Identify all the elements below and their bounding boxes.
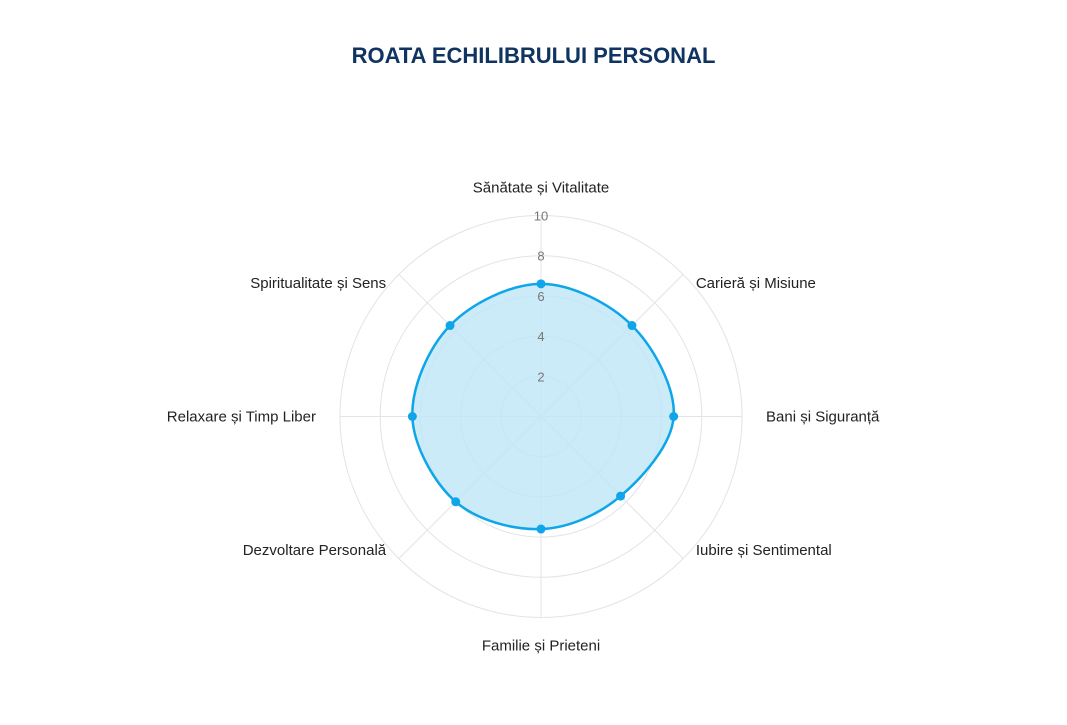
data-point — [451, 497, 461, 507]
data-point — [536, 279, 546, 289]
axis-label: Sănătate și Vitalitate — [473, 180, 609, 197]
axis-label: Familie și Prieteni — [482, 638, 600, 655]
axis-label: Iubire și Sentimental — [696, 542, 832, 559]
axis-label: Relaxare și Timp Liber — [167, 409, 316, 426]
axis-label: Carieră și Misiune — [696, 275, 816, 292]
axis-label: Spiritualitate și Sens — [250, 275, 386, 292]
r-tick-label: 6 — [537, 289, 544, 304]
data-point — [616, 491, 626, 501]
axis-label: Dezvoltare Personală — [243, 542, 387, 559]
r-tick-label: 4 — [537, 329, 544, 344]
data-point — [627, 321, 637, 331]
data-point — [536, 524, 546, 534]
r-tick-label: 8 — [537, 249, 544, 264]
data-point — [445, 321, 455, 331]
r-tick-label: 10 — [534, 209, 548, 224]
axis-label: Bani și Siguranță — [766, 409, 880, 426]
data-point — [669, 412, 679, 421]
data-point — [407, 412, 417, 421]
r-tick-label: 2 — [537, 369, 544, 384]
chart-title: ROATA ECHILIBRULUI PERSONAL — [351, 43, 716, 68]
